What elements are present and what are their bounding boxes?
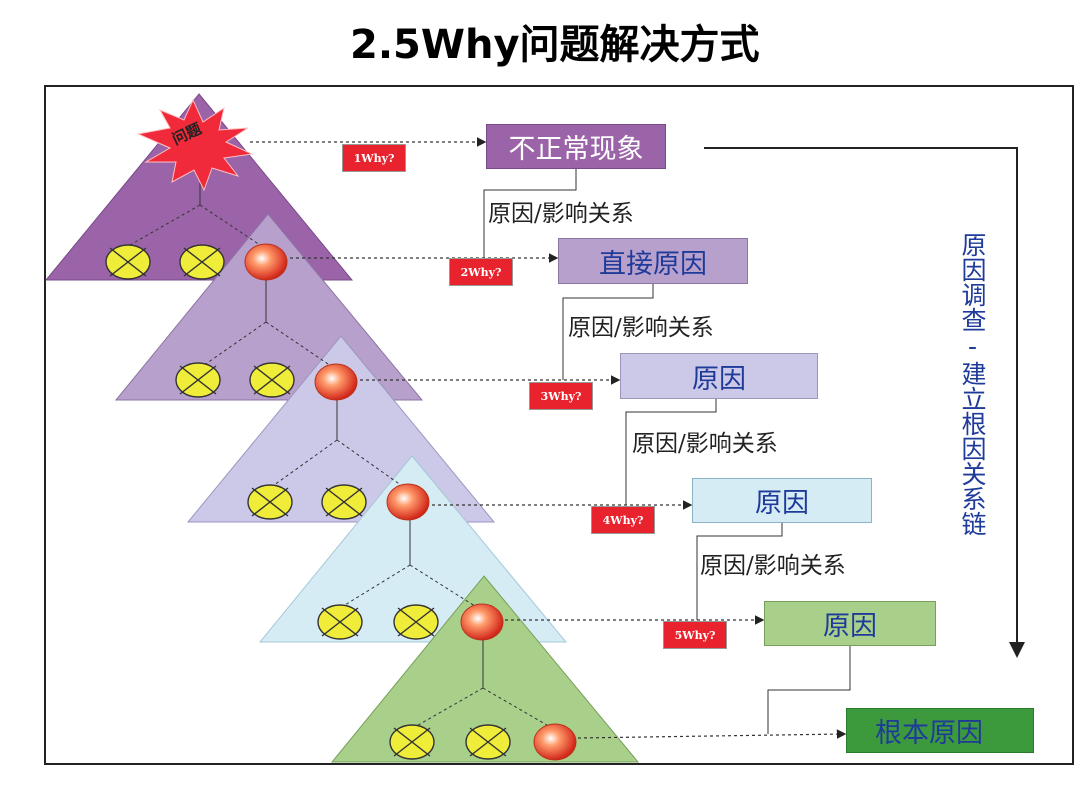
cause-box-5: 原因: [764, 601, 936, 646]
why-label-1: 1Why?: [342, 144, 406, 172]
relation-label-3: 原因/影响关系: [630, 424, 780, 458]
investigation-arrow: [704, 147, 1025, 658]
cause-box-4: 原因: [692, 478, 872, 523]
selected-causes: [244, 243, 577, 761]
cause-box-direct: 直接原因: [558, 238, 748, 284]
triangle-level-5: [330, 575, 640, 763]
investigation-label: 原因调查-建立根因关系链: [958, 232, 987, 536]
why-label-2: 2Why?: [449, 258, 513, 286]
root-cause-box: 根本原因: [846, 708, 1034, 753]
relation-label-1: 原因/影响关系: [486, 194, 636, 228]
relation-label-4: 原因/影响关系: [698, 546, 848, 580]
cause-box-abnormal: 不正常现象: [486, 124, 666, 169]
why-label-3: 3Why?: [529, 382, 593, 410]
relation-label-2: 原因/影响关系: [566, 308, 716, 342]
why-label-4: 4Why?: [591, 506, 655, 534]
problem-star: [136, 98, 254, 192]
diagram-frame: [44, 85, 1074, 765]
cause-box-3: 原因: [620, 353, 818, 399]
why-label-5: 5Why?: [663, 621, 727, 649]
page-title: 2.5Why问题解决方式: [350, 22, 760, 68]
eliminated-causes: [105, 244, 511, 760]
